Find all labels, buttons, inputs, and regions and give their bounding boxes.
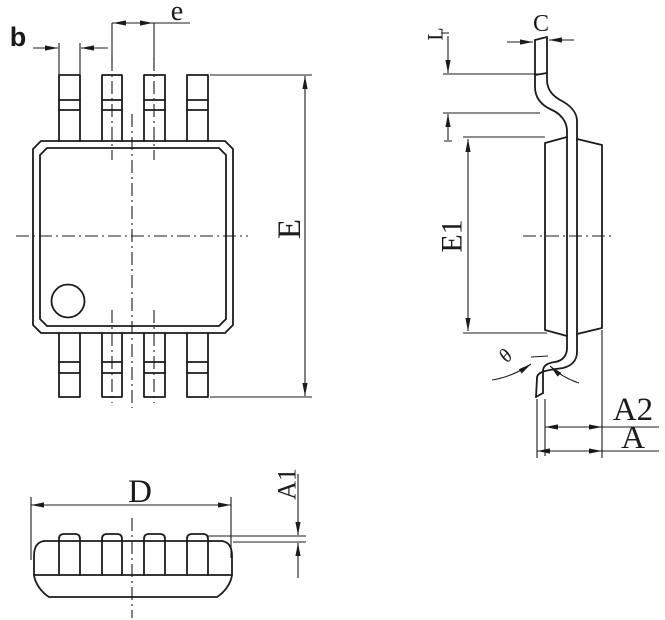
extension-lines [208,535,306,543]
dimension-A-label: A [621,420,645,456]
dimension-A2-label: A2 [613,392,653,428]
dimension-A1: A1 [208,468,306,578]
extension-lines [536,330,603,458]
dimension-L: L [423,27,540,142]
lead-tab [101,533,123,576]
extension-lines [463,136,547,334]
top-lead-row [58,74,209,142]
body-right-side [221,540,233,576]
leader-arrow [549,365,580,384]
lead-band-lines [58,361,209,374]
lead-tabs [58,533,209,576]
seating-plane-tick [530,355,549,358]
side-view: L C E1 θ A2 A [423,11,659,458]
lead [186,74,209,142]
leader-arrow [491,363,532,381]
lead-inner-edge [542,347,568,394]
dimension-e-label: e [171,0,183,27]
dimension-A: A [537,420,659,456]
front-view: D A1 [30,468,306,618]
lead-tab [186,533,209,576]
lead [186,332,209,398]
dimension-L-label: L [423,27,448,40]
lead-tab [58,533,81,576]
lead-left-edge [534,39,568,349]
extension-lines [210,74,312,398]
top-view: b e E [10,0,312,408]
dimension-b-label: b [10,22,27,52]
dimension-theta-label: θ [494,345,517,367]
dimension-E1: E1 [436,136,547,334]
lead-tab [143,533,166,576]
dimension-D-label: D [128,474,152,510]
lower-lead [530,347,578,398]
extension-lines [58,43,81,75]
lead-outer-edge [535,351,578,398]
dimension-D: D [30,474,232,560]
body-bottom [33,574,233,598]
lead-foot-tip [535,392,544,398]
dimension-E: E [210,74,312,398]
package-body-outer [32,140,234,334]
body-left-side [33,540,45,576]
dim-ticks [441,32,452,142]
dimension-C-label: C [533,11,549,37]
extension-lines [443,73,540,114]
package-body-inner [39,147,227,327]
dimension-C: C [507,11,574,45]
dimension-E1-label: E1 [436,219,469,252]
extension-lines [111,23,155,60]
lead-band-lines [58,99,209,111]
lead [58,332,81,398]
dimension-E-label: E [272,219,308,239]
dimension-A2: A2 [536,330,659,458]
lead-right-edge [546,36,578,353]
lead [58,74,81,142]
dimension-A1-label: A1 [273,468,302,500]
lead-tip-bar [534,36,548,76]
dimension-e: e [111,0,190,60]
pin1-indicator-circle [50,283,86,319]
upper-lead [534,36,578,353]
bottom-lead-row [58,332,209,398]
dimension-b: b [10,22,108,75]
